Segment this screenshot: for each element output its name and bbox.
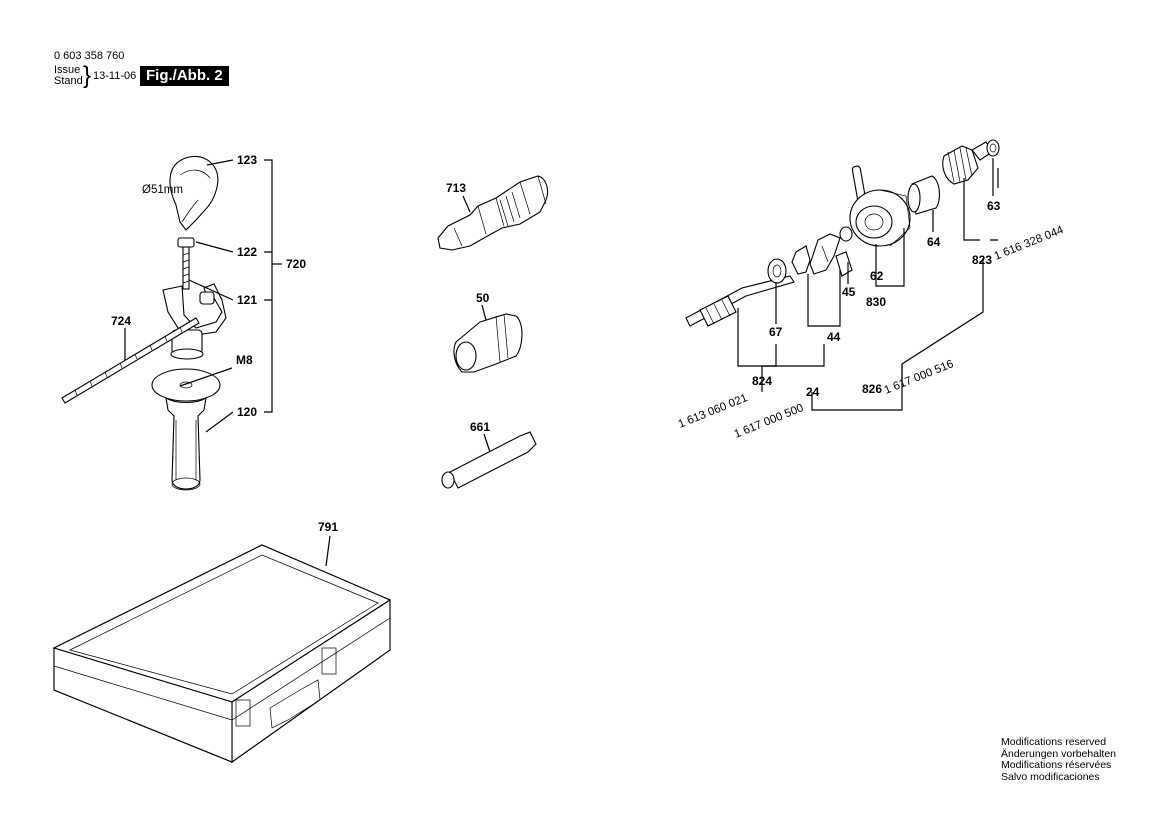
callout-720: 720 — [286, 257, 306, 271]
callout-122: 122 — [237, 245, 257, 259]
ball-bearing-67 — [767, 258, 787, 284]
lock-parts-44 — [791, 233, 841, 275]
sleeve-64 — [907, 175, 941, 215]
callout-50: 50 — [476, 291, 490, 305]
callout-713: 713 — [446, 181, 466, 195]
t-bolt-122 — [177, 237, 195, 290]
part-number-826: 1 617 000 516 — [883, 358, 956, 397]
callout-123: 123 — [237, 153, 257, 167]
callout-62: 62 — [870, 269, 884, 283]
note-line: Modifications reserved — [1001, 736, 1107, 748]
callout-830: 830 — [866, 295, 886, 309]
issue-label: Issue — [54, 64, 81, 76]
callout-120: 120 — [237, 405, 257, 419]
figure-label: Fig./Abb. 2 — [140, 66, 229, 86]
keyless-chuck-713 — [437, 175, 549, 251]
callout-661: 661 — [470, 420, 490, 434]
callout-44: 44 — [827, 330, 841, 344]
callout-64: 64 — [927, 235, 941, 249]
stand-label: Stand — [54, 75, 83, 87]
callout-824: 824 — [752, 374, 772, 388]
gear-823 — [942, 141, 993, 185]
callout-724: 724 — [111, 314, 131, 328]
document-part-number: 0 603 358 760 — [54, 50, 125, 62]
part-number-823: 1 616 328 044 — [993, 224, 1066, 263]
callout-63: 63 — [987, 199, 1001, 213]
handle-120 — [151, 368, 221, 491]
callout-67: 67 — [769, 325, 783, 339]
header-brace: } — [83, 62, 92, 89]
note-line: Modifications réservées — [1001, 759, 1112, 771]
grease-tube-661 — [441, 431, 537, 489]
carrying-case-791 — [52, 544, 392, 764]
callout-24: 24 — [806, 385, 820, 399]
callout-121: 121 — [237, 293, 257, 307]
depth-stop-cap-123 — [169, 155, 219, 231]
callout-45: 45 — [842, 285, 856, 299]
callout-826: 826 — [862, 382, 882, 396]
bearing-63 — [986, 139, 1000, 157]
note-line: Änderungen vorbehalten — [1001, 747, 1117, 760]
issue-date: 13-11-06 — [93, 70, 137, 82]
part-number-824: 1 613 060 021 — [677, 392, 750, 431]
spindle-shaft — [685, 275, 795, 327]
note-line: Salvo modificaciones — [1001, 770, 1100, 783]
spring-45 — [835, 251, 853, 277]
callout-m8: M8 — [236, 353, 253, 367]
gear-housing-830 — [839, 165, 911, 247]
leader-lines-left — [124, 159, 282, 433]
leader-lines-right — [737, 158, 999, 411]
depth-stop-rod-724 — [61, 317, 200, 404]
modifications-notice: Modifications reserved Änderungen vorbeh… — [1001, 736, 1117, 783]
callout-823: 823 — [972, 253, 992, 267]
callout-791: 791 — [318, 520, 338, 534]
chuck-sleeve-50 — [453, 313, 523, 373]
diameter-label: Ø51mm — [142, 184, 183, 196]
part-number-24: 1 617 000 500 — [733, 402, 806, 441]
